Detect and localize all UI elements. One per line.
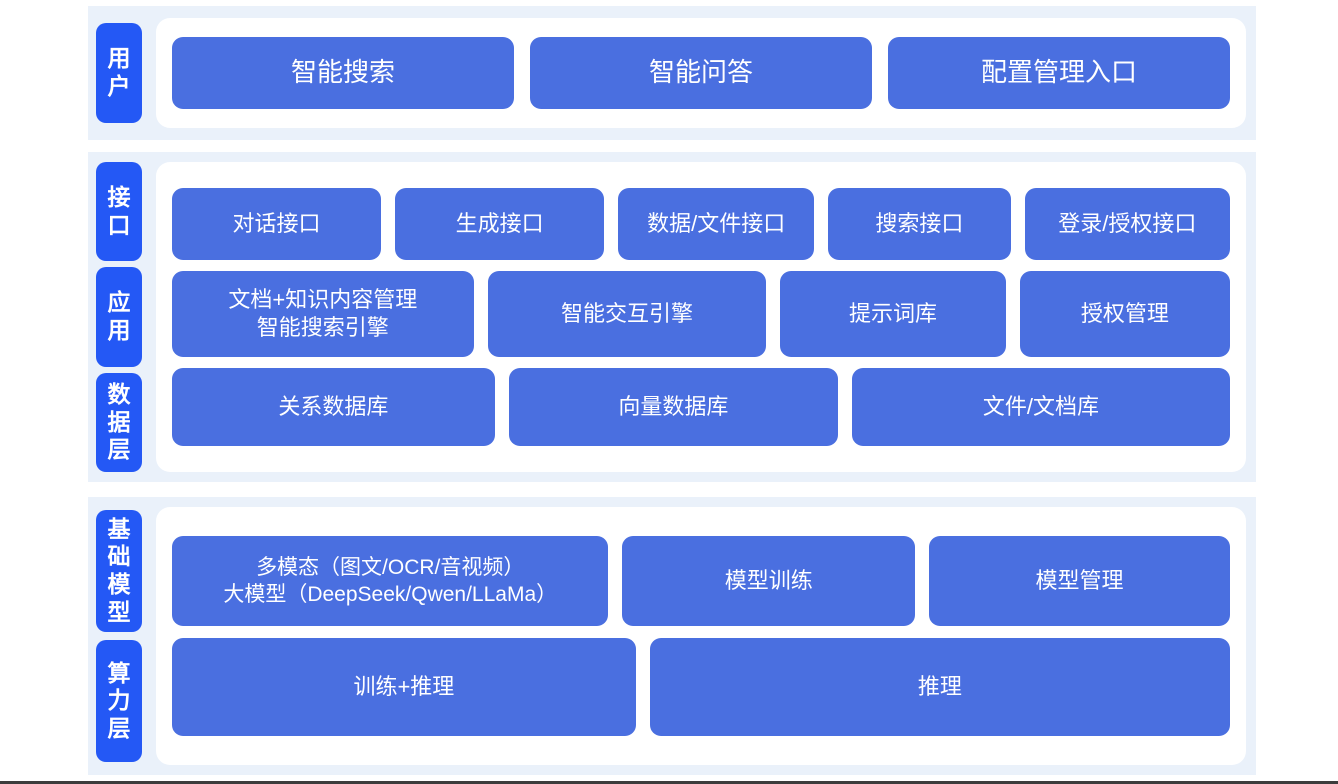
box-generation-api[interactable]: 生成接口 <box>395 188 605 260</box>
box-data-file-api[interactable]: 数据/文件接口 <box>618 188 815 260</box>
box-smart-qa[interactable]: 智能问答 <box>530 37 872 109</box>
layer-tab-user[interactable]: 用户 <box>96 23 142 123</box>
layer-tab-base-model-label: 基础模型 <box>107 515 131 625</box>
box-model-training[interactable]: 模型训练 <box>622 536 916 626</box>
layer-tab-data[interactable]: 数据层 <box>96 372 142 472</box>
box-inference[interactable]: 推理 <box>649 638 1230 736</box>
layer-tab-compute[interactable]: 算力层 <box>96 640 142 762</box>
section-user: 用户 智能搜索 智能问答 配置管理入口 <box>88 6 1256 140</box>
tab-column-user: 用户 <box>88 6 150 140</box>
box-multimodal-large-model[interactable]: 多模态（图文/OCR/音视频） 大模型（DeepSeek/Qwen/LLaMa） <box>172 536 609 626</box>
box-file-document-store[interactable]: 文件/文档库 <box>851 368 1230 446</box>
section-base: 基础模型 算力层 多模态（图文/OCR/音视频） 大模型（DeepSeek/Qw… <box>88 497 1256 775</box>
row-model: 多模态（图文/OCR/音视频） 大模型（DeepSeek/Qwen/LLaMa）… <box>172 536 1231 626</box>
layer-tab-interface-label: 接口 <box>107 184 131 238</box>
box-prompt-library[interactable]: 提示词库 <box>780 271 1006 357</box>
layer-tab-application-label: 应用 <box>107 289 131 343</box>
box-vector-database[interactable]: 向量数据库 <box>508 368 838 446</box>
tab-column-base: 基础模型 算力层 <box>88 497 150 775</box>
box-login-auth-api[interactable]: 登录/授权接口 <box>1024 188 1231 260</box>
layer-tab-interface[interactable]: 接口 <box>96 162 142 262</box>
layer-tab-user-label: 用户 <box>107 45 131 99</box>
row-interface: 对话接口 生成接口 数据/文件接口 搜索接口 登录/授权接口 <box>172 188 1231 260</box>
box-dialog-api[interactable]: 对话接口 <box>172 188 382 260</box>
card-middle: 对话接口 生成接口 数据/文件接口 搜索接口 登录/授权接口 文档+知识内容管理… <box>156 162 1246 472</box>
box-model-management[interactable]: 模型管理 <box>929 536 1231 626</box>
layer-tab-compute-label: 算力层 <box>107 659 131 741</box>
card-user: 智能搜索 智能问答 配置管理入口 <box>156 18 1246 128</box>
box-smart-interaction-engine[interactable]: 智能交互引擎 <box>487 271 767 357</box>
row-user-entry: 智能搜索 智能问答 配置管理入口 <box>172 37 1230 109</box>
layer-tab-data-label: 数据层 <box>107 380 131 463</box>
box-training-and-inference[interactable]: 训练+推理 <box>172 638 636 736</box>
box-smart-search[interactable]: 智能搜索 <box>172 37 514 109</box>
box-doc-knowledge-management[interactable]: 文档+知识内容管理 智能搜索引擎 <box>172 271 474 357</box>
layer-tab-base-model[interactable]: 基础模型 <box>96 510 142 632</box>
layer-tab-application[interactable]: 应用 <box>96 267 142 367</box>
section-middle: 接口 应用 数据层 对话接口 生成接口 数据/文件接口 搜索接口 登录/授权接口… <box>88 152 1256 482</box>
tab-column-middle: 接口 应用 数据层 <box>88 152 150 482</box>
box-authorization-management[interactable]: 授权管理 <box>1019 271 1230 357</box>
box-search-api[interactable]: 搜索接口 <box>828 188 1011 260</box>
card-base: 多模态（图文/OCR/音视频） 大模型（DeepSeek/Qwen/LLaMa）… <box>156 507 1246 765</box>
row-application: 文档+知识内容管理 智能搜索引擎 智能交互引擎 提示词库 授权管理 <box>172 271 1230 357</box>
box-config-management-entry[interactable]: 配置管理入口 <box>888 37 1230 109</box>
row-compute: 训练+推理 推理 <box>172 638 1230 736</box>
box-relational-database[interactable]: 关系数据库 <box>172 368 495 446</box>
row-data: 关系数据库 向量数据库 文件/文档库 <box>172 368 1230 446</box>
